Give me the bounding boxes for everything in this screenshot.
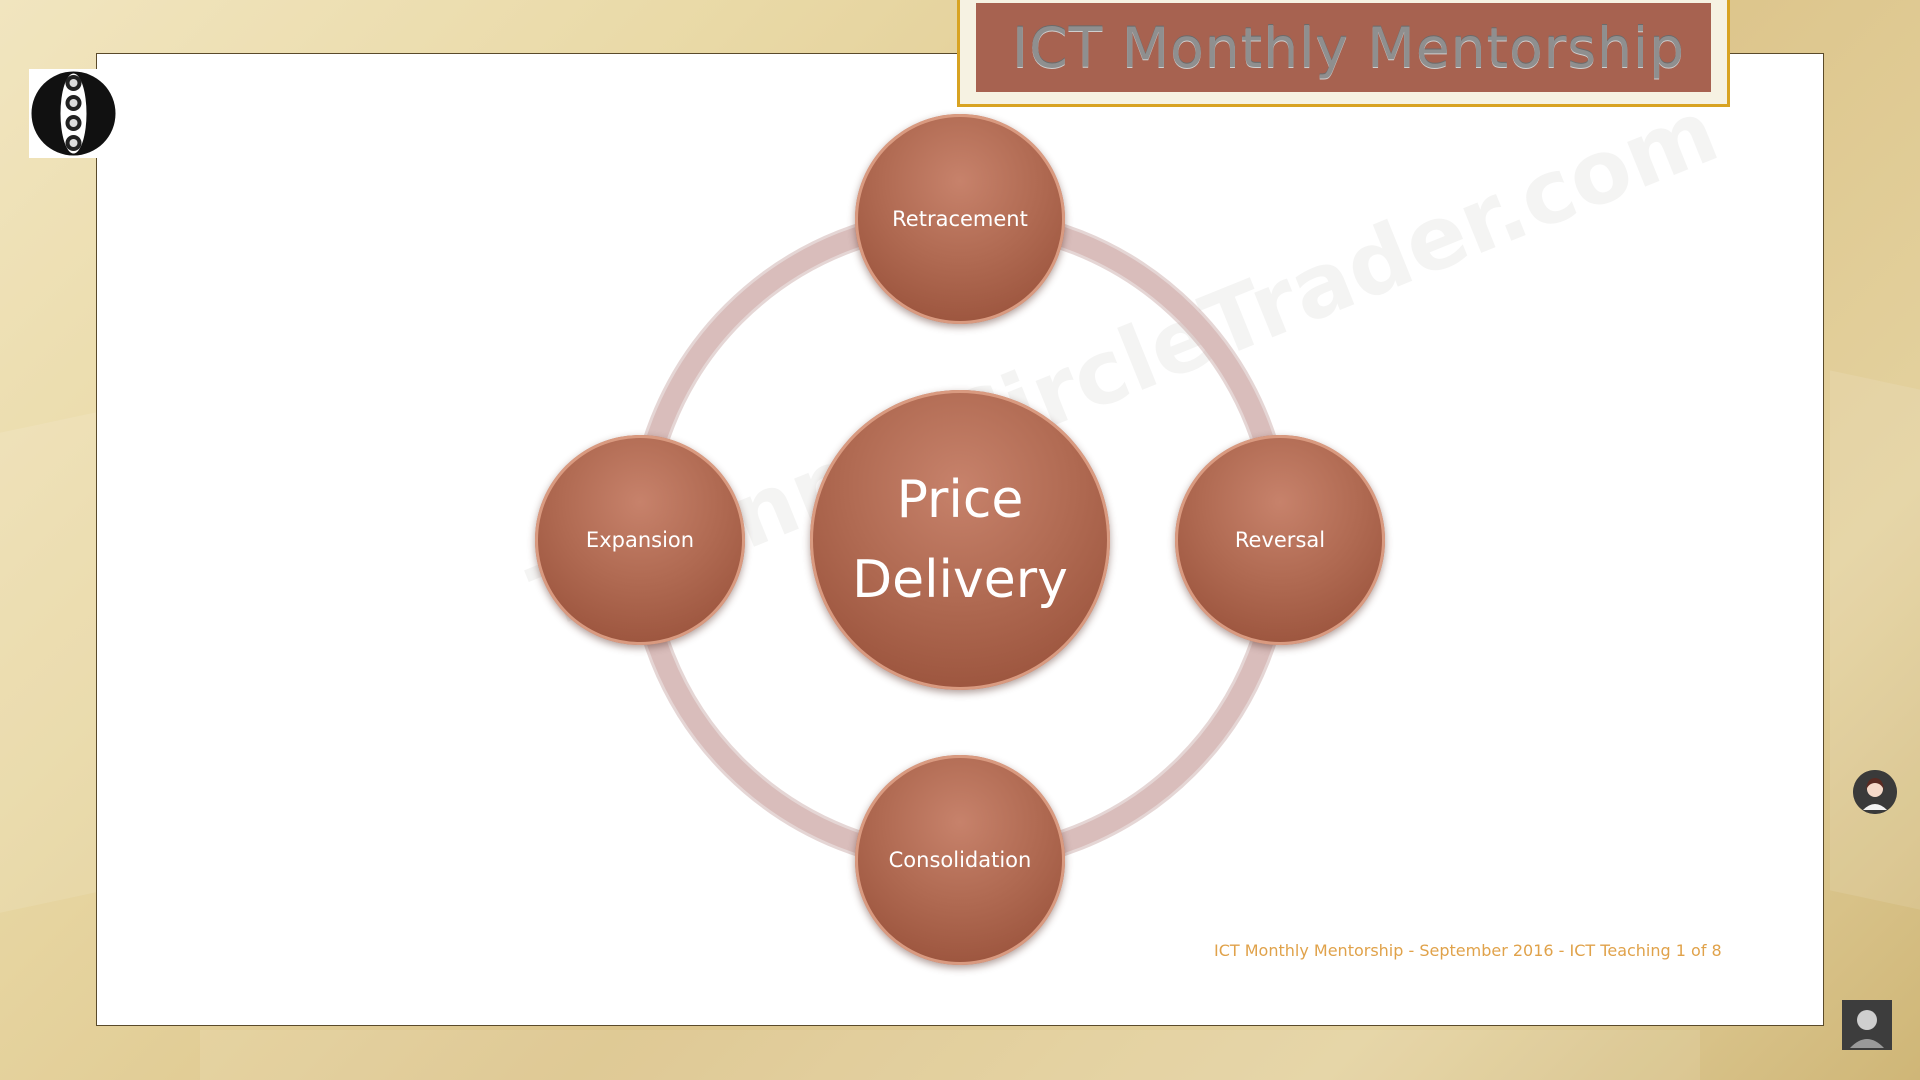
center-node-line2: Delivery [852,550,1068,610]
title-banner: ICT Monthly Mentorship [957,0,1730,107]
node-expansion: Expansion [535,435,745,645]
node-reversal: Reversal [1175,435,1385,645]
node-expansion-label: Expansion [585,528,695,552]
title-banner-fill: ICT Monthly Mentorship [976,3,1711,92]
center-node-line1: Price [896,470,1024,530]
slide-title: ICT Monthly Mentorship [1012,15,1686,80]
thumbnail-svg [1842,1000,1892,1050]
node-reversal-label: Reversal [1234,528,1326,552]
slide-footer: ICT Monthly Mentorship - September 2016 … [1214,941,1722,960]
presenter-avatar-icon[interactable] [1853,770,1897,814]
webcam-thumbnail-icon[interactable] [1842,1000,1892,1050]
avatar-svg [1853,770,1897,814]
emblem-svg [31,71,116,156]
ornate-emblem-icon [29,69,118,158]
node-consolidation: Consolidation [855,755,1065,965]
background-shape [200,1030,1700,1080]
node-consolidation-label: Consolidation [888,848,1032,872]
node-retracement-label: Retracement [892,207,1028,231]
node-retracement: Retracement [855,114,1065,324]
center-node-price-delivery: Price Delivery [810,390,1110,690]
